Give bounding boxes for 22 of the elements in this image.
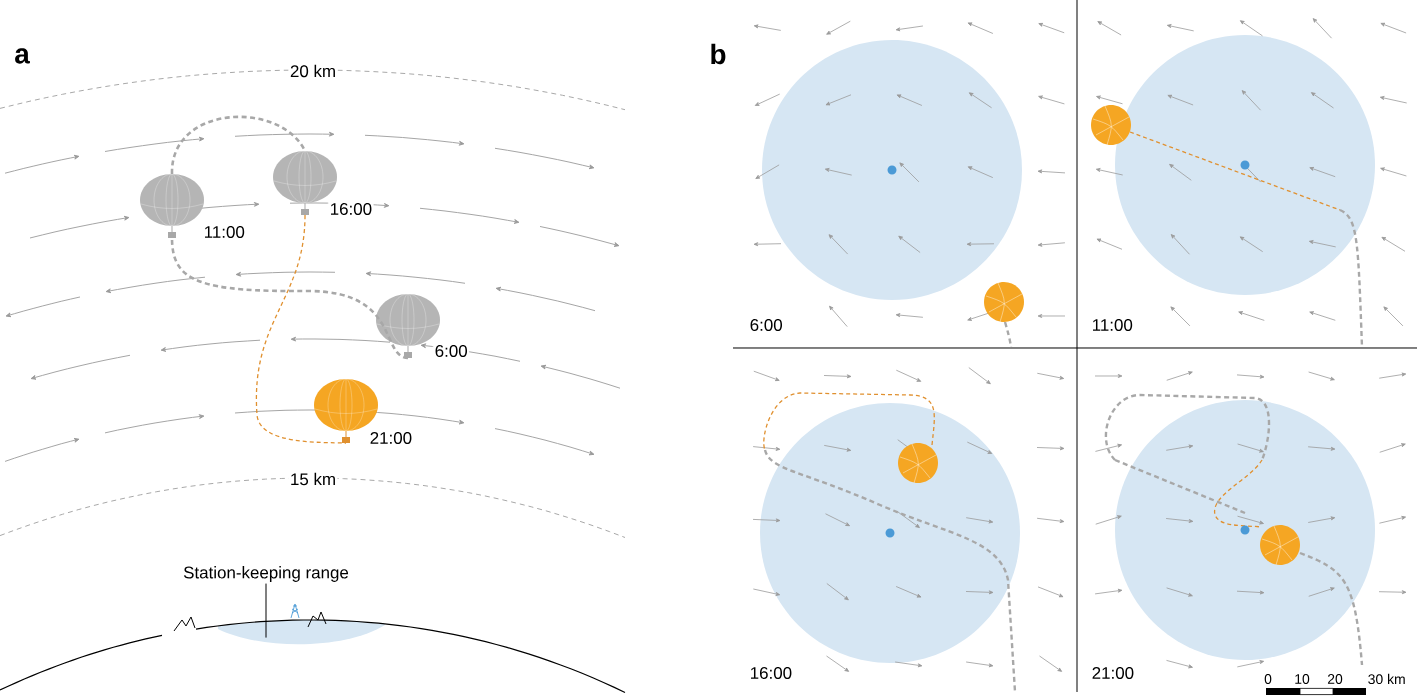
panel-letter: a bbox=[15, 48, 30, 64]
trajectory-line bbox=[170, 238, 409, 360]
altitude-label: 15 km bbox=[288, 471, 338, 487]
time-label: 16:00 bbox=[328, 201, 374, 217]
time-label: 16:00 bbox=[751, 667, 792, 679]
leader-line bbox=[265, 583, 267, 639]
time-label: 11:00 bbox=[202, 224, 247, 240]
time-label: 6:00 bbox=[433, 343, 470, 359]
scale-label: 0 bbox=[1264, 674, 1272, 684]
scale-label: 10 bbox=[1295, 674, 1310, 684]
panel-letter: b bbox=[711, 43, 726, 65]
trajectory-line bbox=[170, 115, 307, 175]
altitude-label: 20 km bbox=[288, 63, 338, 79]
trajectory-line bbox=[255, 214, 347, 444]
time-label: 6:00 bbox=[750, 319, 782, 331]
time-label: 21:00 bbox=[368, 430, 414, 446]
scale-label: 30 km bbox=[1368, 673, 1405, 685]
scale-label: 20 bbox=[1327, 674, 1343, 684]
time-label: 21:00 bbox=[1092, 667, 1134, 679]
time-label: 11:00 bbox=[1093, 319, 1133, 331]
range-label: Station-keeping range bbox=[183, 566, 349, 582]
balloon bbox=[140, 173, 204, 238]
